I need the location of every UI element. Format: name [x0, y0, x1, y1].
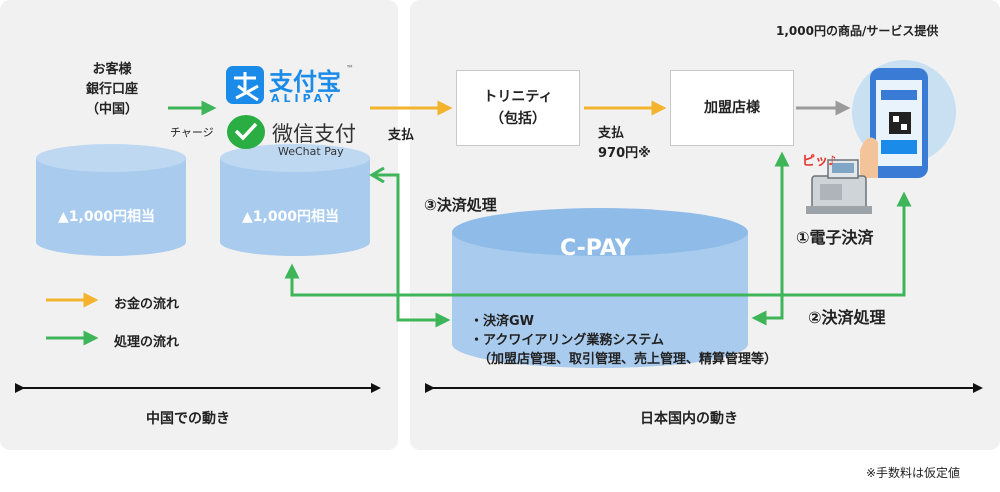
cpay-title: C-PAY: [560, 236, 631, 261]
footnote: ※手数料は仮定値: [866, 466, 961, 480]
japan-region-label: 日本国内の動き: [640, 411, 738, 427]
cylinder-right-amount: ▲1,000円相当: [242, 209, 340, 225]
trinity-name: トリニティ: [483, 88, 553, 105]
customer-bank-line-2: 銀行口座: [86, 82, 139, 97]
cylinder-left-amount: ▲1,000円相当: [58, 209, 156, 225]
trinity-box: トリニティ （包括）: [456, 70, 580, 146]
alipay-logo-en: ALIPAY: [271, 92, 338, 105]
alipay-logo-icon: [226, 66, 264, 104]
cpay-line-1: ・決済GW: [470, 314, 535, 329]
process-arrow-3: [378, 173, 451, 328]
alipay-logo-text: 支付宝: [269, 68, 341, 96]
step3-label: ③決済処理: [424, 196, 497, 214]
china-region-label: 中国での動き: [146, 411, 230, 427]
cpay-line-2: ・アクワイアリング業務システム: [470, 333, 664, 348]
wallet-cylinder-right: [220, 144, 370, 256]
wechat-logo-en: WeChat Pay: [278, 145, 344, 158]
step2-label: ②決済処理: [808, 308, 886, 327]
alipay-tm: ™: [346, 64, 354, 73]
step1-label: ①電子決済: [796, 228, 874, 247]
customer-bank-label: お客様 銀行口座 （中国）: [86, 60, 138, 120]
process-arrow-2: [751, 300, 784, 326]
legend-money-label: お金の流れ: [114, 297, 180, 312]
cpay-line-3: （加盟店管理、取引管理、売上管理、精算管理等）: [478, 352, 778, 367]
service-note: 1,000円の商品/サービス提供: [776, 24, 939, 38]
pay2-label-group: 支払 970円※: [598, 124, 651, 164]
bank-cylinder-left: [36, 144, 186, 256]
pay2-label: 支払: [598, 126, 625, 141]
card-terminal-icon: [806, 159, 872, 214]
charge-label: チャージ: [170, 126, 214, 139]
customer-bank-line-1: お客様: [92, 62, 132, 77]
process-arrow-3-back: [369, 166, 385, 184]
customer-bank-line-3: （中国）: [86, 102, 139, 117]
wechat-logo-text: 微信支付: [272, 122, 356, 146]
wechat-logo-icon: [227, 115, 265, 149]
trinity-note: （包括）: [489, 111, 546, 127]
merchant-label: 加盟店様: [704, 99, 760, 116]
legend-process-label: 処理の流れ: [114, 335, 180, 350]
pay2-amount: 970円※: [598, 146, 651, 161]
cpay-cylinder: [452, 208, 748, 368]
process-arrow-main: [284, 260, 906, 297]
pay-label: 支払: [388, 128, 415, 143]
cpay-description: ・決済GW ・アクワイアリング業務システム （加盟店管理、取引管理、売上管理、精…: [470, 312, 777, 369]
merchant-box: 加盟店様: [670, 70, 794, 146]
pip-sound-label: ピッ♪: [802, 154, 837, 169]
smartphone-icon: [852, 60, 956, 178]
